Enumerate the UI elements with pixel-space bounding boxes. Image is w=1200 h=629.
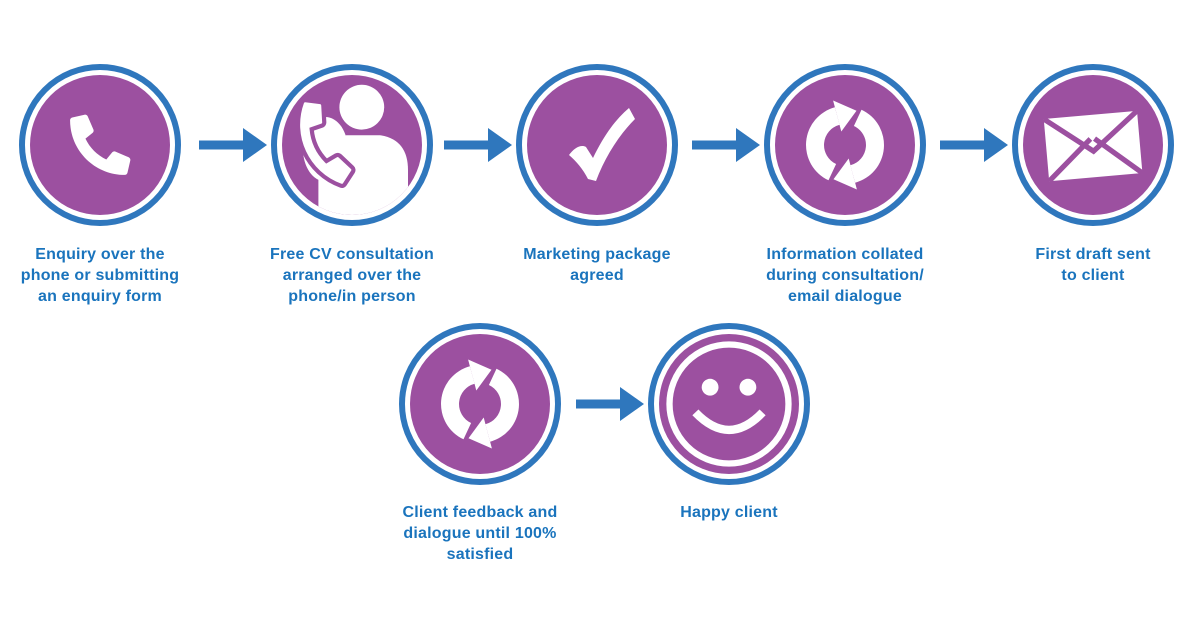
step-label-line: to client	[1061, 267, 1125, 284]
step-label-line: during consultation/	[766, 267, 924, 284]
step-label-smiley: Happy client	[614, 502, 844, 523]
step-label-checkmark: Marketing package agreed	[482, 244, 712, 286]
flow-arrow-icon	[576, 384, 644, 429]
step-disc	[775, 75, 915, 215]
flow-arrow-icon	[199, 125, 267, 170]
step-label-envelope: First draft sent to client	[978, 244, 1200, 286]
flow-arrow-icon	[444, 125, 512, 170]
step-label-line: phone or submitting	[20, 267, 180, 284]
checkmark-icon	[569, 108, 635, 181]
flow-arrow-icon	[940, 125, 1008, 170]
step-disc	[30, 75, 170, 215]
step-circle-envelope	[1012, 64, 1174, 226]
step-disc	[659, 334, 799, 474]
step-label-sync-arrows: Information collated during consultation/…	[730, 244, 960, 307]
step-label-line: Free CV consultation	[269, 246, 435, 263]
step-disc	[410, 334, 550, 474]
cv-consultation-icon	[296, 84, 408, 215]
step-circle-smiley	[648, 323, 810, 485]
step-label-line: satisfied	[446, 546, 514, 563]
step-label-line: dialogue until 100%	[403, 525, 557, 542]
step-circle-sync-arrows	[764, 64, 926, 226]
step-circle-sync-arrows	[399, 323, 561, 485]
step-disc	[527, 75, 667, 215]
smiley-icon	[666, 341, 792, 467]
step-label-line: phone/in person	[288, 288, 416, 305]
sync-arrows-icon	[806, 100, 884, 190]
step-label-line: First draft sent	[1035, 246, 1151, 263]
step-label-phone: Enquiry over the phone or submitting an en…	[0, 244, 215, 307]
step-label-line: Marketing package	[523, 246, 671, 263]
phone-icon	[70, 114, 131, 175]
step-label-line: an enquiry form	[38, 288, 162, 305]
step-circle-cv-consultation	[271, 64, 433, 226]
sync-arrows-icon	[441, 359, 519, 449]
step-label-line: agreed	[570, 267, 624, 284]
step-label-line: arranged over the	[282, 267, 422, 284]
step-circle-checkmark	[516, 64, 678, 226]
step-label-line: Enquiry over the	[35, 246, 165, 263]
envelope-icon	[1042, 108, 1144, 184]
step-circle-phone	[19, 64, 181, 226]
step-disc	[282, 75, 422, 215]
step-label-cv-consultation: Free CV consultation arranged over the pho…	[237, 244, 467, 307]
step-label-line: Happy client	[680, 504, 778, 521]
step-label-line: email dialogue	[788, 288, 902, 305]
step-label-line: Information collated	[766, 246, 924, 263]
flow-arrow-icon	[692, 125, 760, 170]
step-label-sync-arrows: Client feedback and dialogue until 100% sa…	[365, 502, 595, 565]
step-disc	[1023, 75, 1163, 215]
step-label-line: Client feedback and	[402, 504, 558, 521]
